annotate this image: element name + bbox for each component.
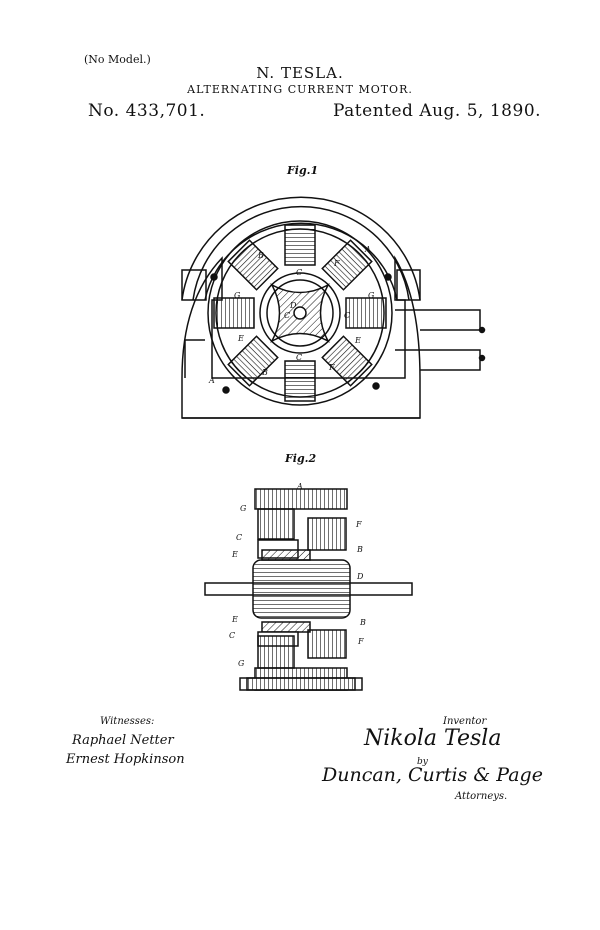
fig2-drawing	[204, 488, 413, 691]
svg-text:F: F	[355, 520, 362, 529]
svg-text:G: G	[234, 291, 241, 300]
svg-text:D: D	[289, 301, 297, 310]
fig2-label: Fig.2	[285, 452, 317, 465]
attorneys-label: Attorneys.	[455, 791, 508, 802]
svg-text:E: E	[231, 615, 238, 624]
svg-text:C: C	[284, 311, 290, 320]
svg-text:C: C	[236, 533, 242, 542]
patent-title: ALTERNATING CURRENT MOTOR.	[187, 83, 413, 96]
inventor-signature: Nikola Tesla	[364, 726, 502, 751]
svg-text:E: E	[231, 550, 238, 559]
svg-text:B: B	[359, 618, 366, 627]
svg-text:G: G	[238, 659, 245, 668]
no-model-note: (No Model.)	[84, 53, 151, 66]
svg-text:B: B	[261, 368, 268, 377]
witness-signature-2: Ernest Hopkinson	[66, 752, 185, 767]
fig1-label: Fig.1	[287, 164, 319, 177]
svg-text:B: B	[356, 545, 363, 554]
patent-date: Patented Aug. 5, 1890.	[333, 101, 542, 121]
inventor-name-heading: N. TESLA.	[256, 64, 344, 82]
witness-signature-1: Raphael Netter	[72, 733, 174, 748]
svg-text:C: C	[229, 631, 235, 640]
svg-text:B: B	[257, 251, 264, 260]
svg-text:E: E	[237, 334, 244, 343]
fig1-reference-letters: A B C D E F G A G C C F B C E	[208, 245, 375, 385]
svg-text:G: G	[368, 291, 375, 300]
patent-number: No. 433,701.	[88, 101, 206, 121]
svg-text:C: C	[296, 353, 302, 362]
svg-text:E: E	[354, 336, 361, 345]
svg-text:F: F	[328, 363, 335, 372]
inventor-label: Inventor	[443, 716, 487, 727]
svg-text:F: F	[357, 637, 364, 646]
svg-text:A: A	[364, 245, 371, 254]
svg-text:G: G	[240, 504, 247, 513]
svg-text:A: A	[208, 376, 215, 385]
fig2-reference-letters: A G C E F B D E C B F G	[229, 482, 366, 668]
svg-text:F: F	[333, 259, 340, 268]
svg-text:D: D	[356, 572, 364, 581]
witnesses-label: Witnesses:	[100, 716, 155, 727]
svg-text:C: C	[344, 311, 350, 320]
attorney-signature: Duncan, Curtis & Page	[322, 764, 543, 786]
svg-text:C: C	[296, 268, 302, 277]
svg-text:A: A	[296, 482, 303, 491]
by-label: by	[417, 757, 428, 767]
